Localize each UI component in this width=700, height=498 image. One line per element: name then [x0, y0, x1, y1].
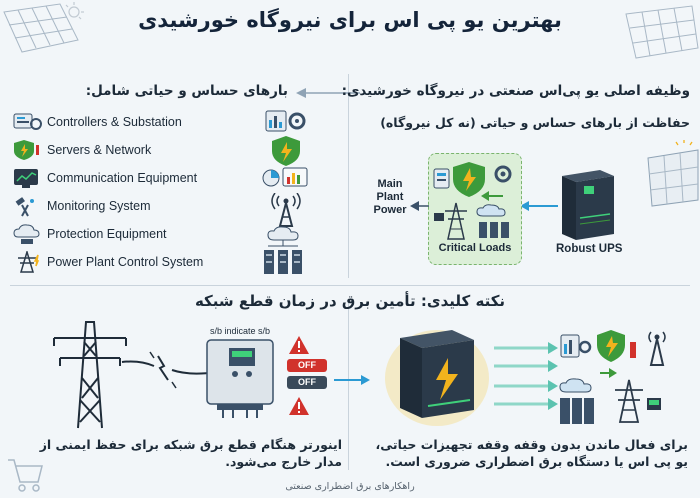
monitoring-antenna-icon: [12, 195, 42, 217]
load-item: Power Plant Control System: [47, 255, 204, 269]
main-plant-power-label: Main Plant Power: [373, 178, 407, 216]
server-cloud-icon: [262, 226, 310, 276]
ups-unit-icon: [562, 170, 614, 240]
critical-loads-label: Critical Loads: [438, 242, 512, 254]
power-cable-break-icon: [121, 351, 217, 389]
tower-control-icon: [12, 251, 42, 273]
controller-gear-icon: [262, 108, 310, 134]
controller-icon: [433, 168, 450, 189]
server-cloud-icon: [559, 378, 594, 424]
cart-icon: [8, 459, 43, 492]
shield-icon: [597, 330, 625, 362]
arrow-left-icon: [296, 88, 360, 98]
load-item: Protection Equipment: [47, 227, 167, 241]
solar-panel-icon: [647, 140, 699, 207]
solar-panel-icon: [625, 5, 699, 59]
gear-icon: [494, 165, 512, 183]
robust-ups-label: Robust UPS: [556, 243, 623, 255]
communication-icon: [12, 167, 42, 189]
inverter-icon: [206, 339, 274, 418]
main-function-heading: وظیفه اصلی یو پی‌اس صنعتی در نیروگاه خور…: [341, 83, 690, 99]
controller-substation-icon: [12, 111, 42, 133]
shield-icon: [262, 134, 310, 168]
antenna-tower-icon: [262, 193, 310, 227]
load-item: Communication Equipment: [47, 171, 198, 185]
transmission-tower-icon: [53, 321, 127, 429]
power-tower-icon: [615, 379, 643, 423]
load-item: Controllers & Substation: [47, 115, 182, 129]
page-title: بهترین یو پی اس برای نیروگاه خورشیدی: [138, 8, 562, 32]
warning-icon: [289, 336, 309, 354]
critical-loads-box: Critical Loads: [428, 153, 522, 265]
sb-indicator-label: s/b indicate s/b: [210, 326, 271, 336]
ups-note: برای فعال ماندن بدون وقفه وقفه تجهیزات ح…: [375, 437, 688, 469]
off-badge: OFF: [287, 376, 327, 389]
monitor-chart-icon: [262, 165, 310, 191]
protection-cloud-icon: [12, 223, 42, 245]
monitor-icon: [647, 398, 661, 410]
controller-gear-icon: [560, 334, 592, 358]
loads-heading: بارهای حساس و حیاتی شامل:: [85, 83, 288, 99]
arrow-right-icon: [334, 375, 370, 385]
arrow-left-icon: [410, 201, 429, 211]
main-function-subtext: حفاظت از بارهای حساس و حیاتی (نه کل نیرو…: [380, 115, 690, 130]
load-item: Monitoring System: [47, 199, 151, 213]
load-item: Servers & Network: [47, 143, 152, 157]
power-tower-icon: [445, 202, 467, 240]
antenna-tower-icon: [648, 331, 666, 366]
arrow-left-icon: [520, 201, 558, 211]
off-badge: OFF: [287, 359, 327, 372]
distribution-arrows-icon: [494, 342, 558, 410]
server-network-icon: [12, 139, 42, 161]
key-point-heading: نکته کلیدی: تأمین برق در زمان قطع شبکه: [194, 292, 506, 310]
solar-panel-icon: [3, 2, 84, 53]
warning-icon: [289, 397, 309, 415]
arrow-left-icon: [481, 191, 503, 201]
footer-text: راهکارهای برق اضطراری صنعتی: [285, 481, 415, 492]
inverter-note: اینورتر هنگام قطع برق شبکه برای حفظ ایمن…: [39, 437, 342, 469]
fuse-icon: [630, 342, 636, 358]
monitor-icon: [434, 213, 444, 221]
server-cloud-icon: [476, 204, 509, 238]
ups-unit-glow-icon: [385, 330, 489, 426]
arrow-right-icon: [600, 368, 617, 378]
shield-icon: [453, 162, 485, 197]
